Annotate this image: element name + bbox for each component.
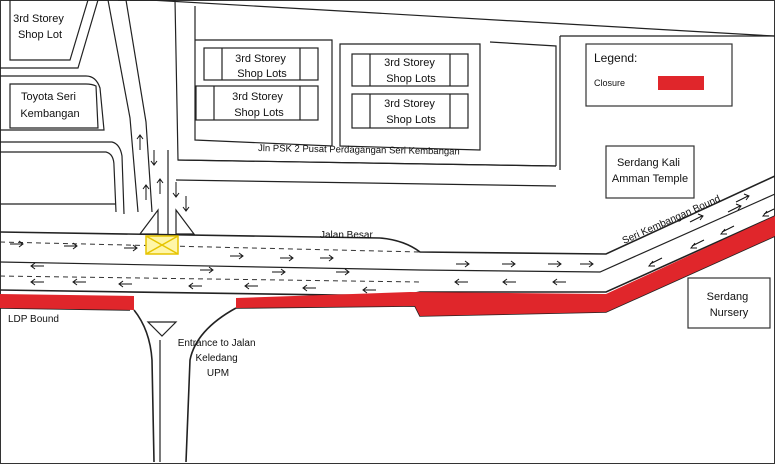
label-shop-lots-3: 3rd Storey Shop Lots (384, 57, 438, 85)
label-shop-lots-4: 3rd Storey Shop Lots (384, 98, 438, 126)
label-jalan-besar: Jalan Besar (320, 230, 373, 241)
shop-lot-blocks (130, 0, 775, 187)
closure-segment-west (0, 294, 134, 310)
label-shop-lots-1: 3rd Storey Shop Lots (235, 53, 289, 80)
entrance-road (133, 307, 237, 463)
label-shop-lots-2: 3rd Storey Shop Lots (232, 91, 286, 119)
eastbound-arrows (10, 193, 750, 276)
label-shop-lot-a: 3rd Storey Shop Lot (13, 13, 67, 41)
yellow-box-junction (145, 235, 179, 255)
legend: Legend: Closure (585, 43, 733, 107)
label-ldp-bound: LDP Bound (8, 314, 59, 325)
label-entrance: Entrance to Jalan Keledang UPM (178, 338, 259, 379)
side-road (136, 134, 196, 235)
westbound-arrows (30, 208, 775, 294)
map-labels: 3rd Storey Shop Lot Toyota Seri Kembanga… (8, 13, 752, 379)
nursery-box (687, 277, 771, 329)
label-temple: Serdang Kali Amman Temple (612, 157, 688, 185)
label-nursery: Serdang Nursery (707, 291, 752, 319)
legend-box (585, 43, 733, 107)
closure-segment-east (236, 216, 775, 316)
label-toyota: Toyota Seri Kembangan (20, 91, 79, 120)
legend-closure-label: Closure (594, 78, 625, 88)
legend-closure-swatch (658, 76, 704, 90)
closure-segments (0, 216, 775, 316)
top-left-blocks (0, 0, 153, 215)
traffic-arrows (10, 193, 775, 294)
temple-box (605, 145, 695, 199)
label-jln-psk: Jln PSK 2 Pusat Perdagangan Seri Kembang… (258, 143, 460, 158)
legend-title: Legend: (594, 51, 637, 65)
